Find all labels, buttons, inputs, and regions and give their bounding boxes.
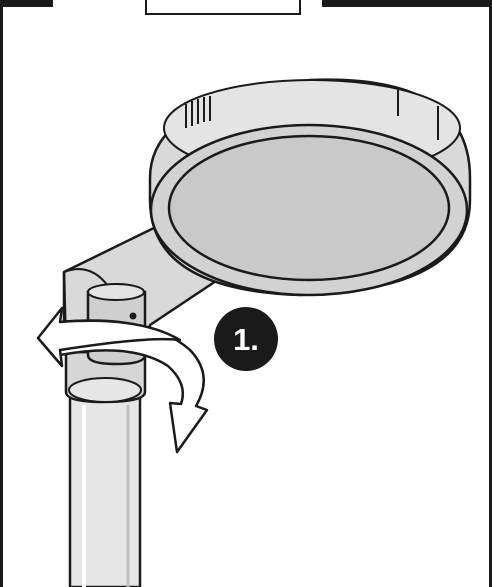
vent-slits [185,96,211,128]
step-badge: 1. [214,307,278,371]
step-badge-circle [214,307,278,371]
top-left-bar [0,0,53,7]
rotate-counterclockwise-arrow-icon [36,306,209,454]
top-center-tab [145,0,301,15]
lamp-head [148,78,472,297]
step-number: 1. [233,322,259,357]
pole [68,396,142,587]
top-right-bar [322,0,492,7]
